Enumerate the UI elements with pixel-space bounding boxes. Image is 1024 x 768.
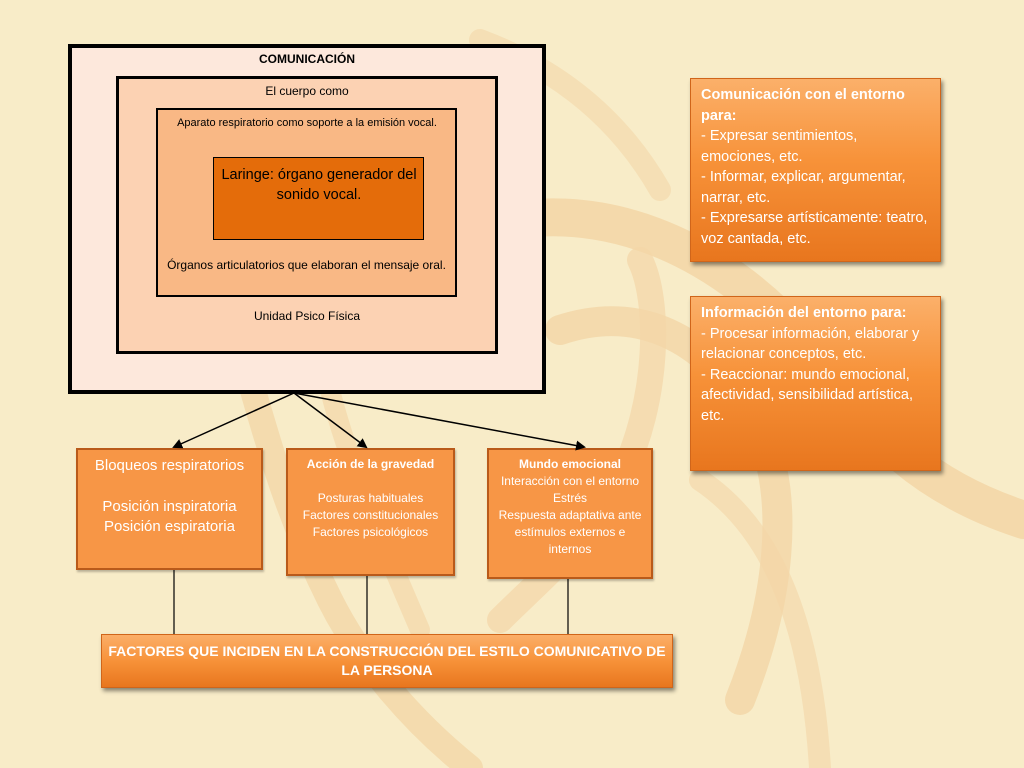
informacion-entorno-item: - Reaccionar: mundo emocional, afectivid…: [701, 366, 913, 424]
cuerpo-label: El cuerpo como: [265, 84, 349, 98]
laringe-label: Laringe: órgano generador del sonido voc…: [221, 167, 417, 203]
factor-emocional-item: Interacción con el entorno: [500, 474, 640, 488]
factor-bloqueos-title: Bloqueos respiratorios: [94, 457, 245, 474]
factor-emocional-item: Respuesta adaptativa ante estímulos exte…: [498, 508, 642, 556]
comunicacion-entorno-item: - Expresar sentimientos, emociones, etc.: [701, 128, 858, 165]
factor-gravedad-heading: Acción de la gravedad: [306, 457, 435, 471]
comunicacion-title: COMUNICACIÓN: [259, 52, 355, 66]
factores-summary-text: FACTORES QUE INCIDEN EN LA CONSTRUCCIÓN …: [108, 643, 666, 678]
informacion-entorno-box: Información del entorno para: - Procesar…: [690, 296, 941, 471]
factor-gravedad-item: Factores constitucionales: [302, 508, 439, 522]
factores-summary-box: FACTORES QUE INCIDEN EN LA CONSTRUCCIÓN …: [101, 634, 673, 688]
informacion-entorno-heading: Información del entorno para:: [701, 305, 907, 321]
comunicacion-entorno-item: - Informar, explicar, argumentar, narrar…: [701, 169, 906, 206]
aparato-label: Aparato respiratorio como soporte a la e…: [177, 117, 437, 129]
organos-label: Órganos articulatorios que elaboran el m…: [167, 258, 446, 272]
laringe-box: [213, 157, 424, 240]
factor-emocional-item: Estrés: [552, 491, 587, 505]
informacion-entorno-item: - Procesar información, elaborar y relac…: [701, 325, 920, 363]
factor-gravedad-box: Acción de la gravedad Posturas habituale…: [286, 448, 455, 576]
comunicacion-entorno-item: - Expresarse artísticamente: teatro, voz…: [701, 210, 928, 247]
factor-bloqueos-item: Posición inspiratoria: [102, 497, 237, 515]
factor-emocional-box: Mundo emocional Interacción con el entor…: [487, 448, 653, 579]
factor-emocional-heading: Mundo emocional: [519, 457, 621, 471]
unidad-label: Unidad Psico Física: [253, 309, 361, 323]
factor-gravedad-item: Factores psicológicos: [312, 525, 429, 539]
factor-bloqueos-box: Bloqueos respiratorios Posición inspirat…: [76, 448, 263, 570]
factor-gravedad-item: Posturas habituales: [317, 491, 424, 505]
comunicacion-entorno-heading: Comunicación con el entorno para:: [701, 87, 905, 124]
factor-bloqueos-item: Posición espiratoria: [104, 518, 235, 535]
comunicacion-entorno-box: Comunicación con el entorno para: - Expr…: [690, 78, 941, 262]
